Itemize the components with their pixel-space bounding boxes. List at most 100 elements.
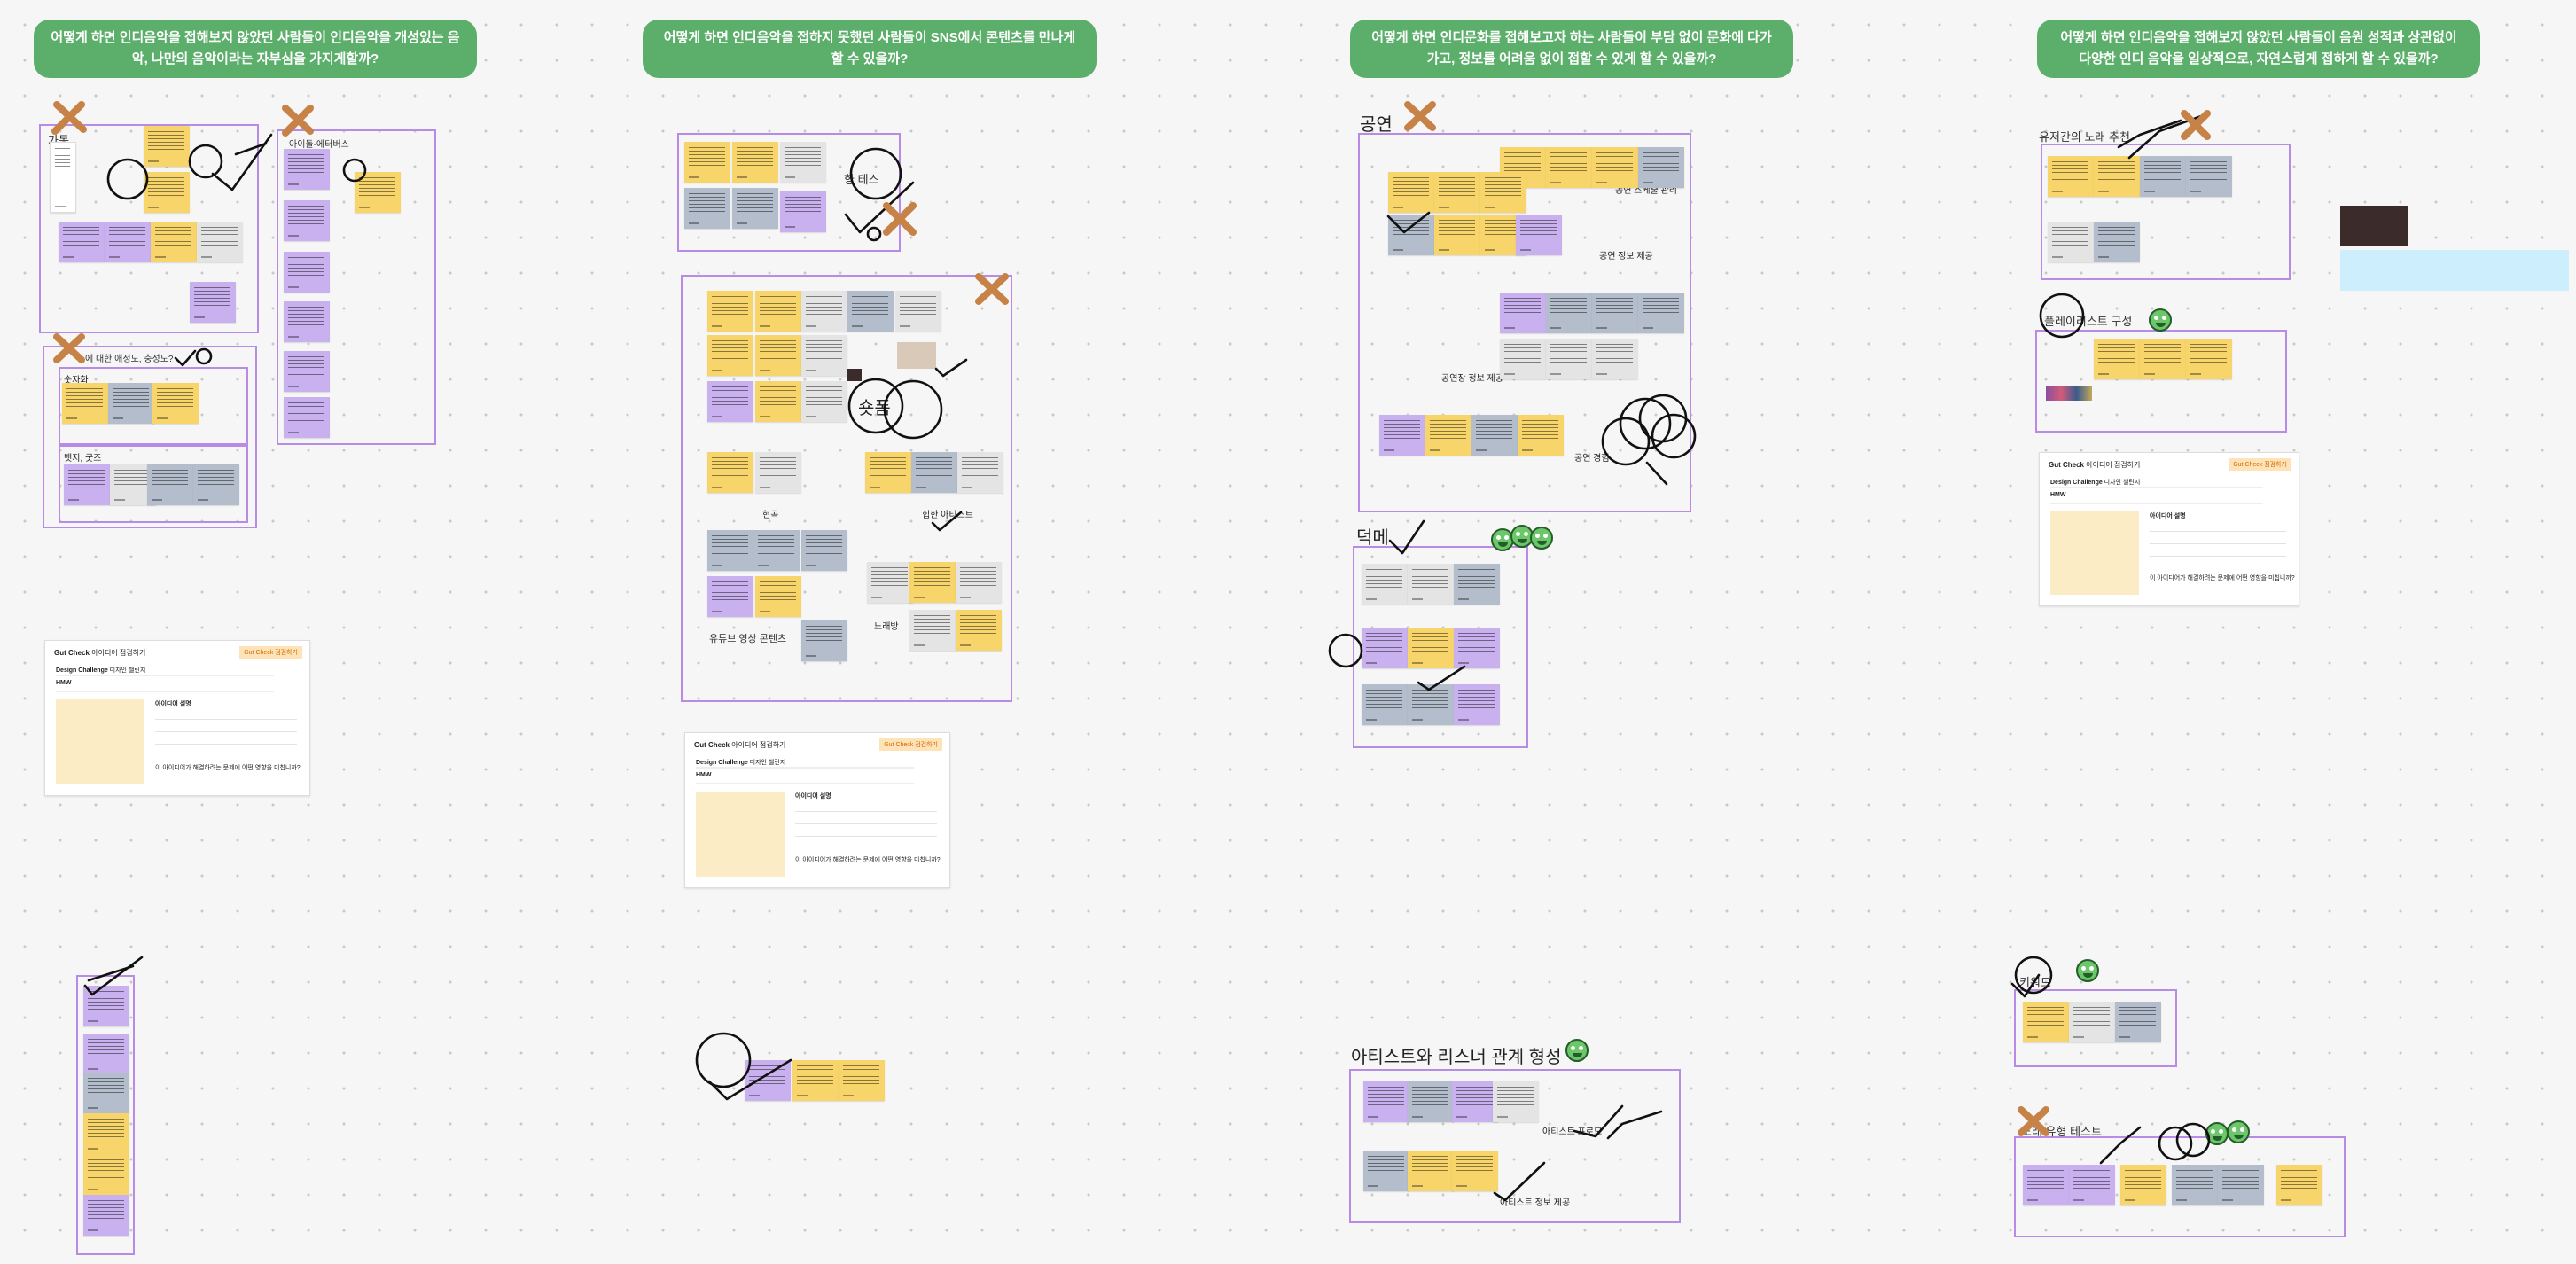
sticky-note[interactable] (956, 562, 1002, 603)
sticky-note[interactable] (1408, 564, 1454, 605)
sticky-note[interactable] (1546, 147, 1592, 188)
sticky-note[interactable] (1592, 147, 1638, 188)
sticky-note[interactable] (1452, 1081, 1498, 1122)
sticky-note[interactable] (284, 301, 330, 342)
sticky-note[interactable] (2276, 1165, 2322, 1205)
sticky-note[interactable] (83, 986, 129, 1026)
sticky-note[interactable] (2140, 339, 2186, 379)
sticky-note[interactable] (1518, 415, 1564, 456)
sticky-note[interactable] (2120, 1165, 2166, 1205)
sticky-note[interactable] (284, 200, 330, 241)
sticky-note[interactable] (1388, 172, 1434, 213)
sticky-note[interactable] (1454, 628, 1500, 668)
sticky-note[interactable] (707, 530, 753, 571)
sticky-note[interactable] (2048, 156, 2094, 197)
sticky-note[interactable] (2115, 1002, 2161, 1042)
sticky-note[interactable] (1362, 564, 1408, 605)
sticky-note[interactable] (801, 381, 847, 422)
image-thumbnail[interactable] (897, 342, 936, 369)
sticky-note[interactable] (2069, 1002, 2115, 1042)
sticky-note[interactable] (801, 620, 847, 661)
sticky-note[interactable] (105, 222, 151, 262)
sticky-note[interactable] (792, 1060, 839, 1101)
sticky-note[interactable] (193, 464, 239, 505)
sticky-note[interactable] (144, 172, 190, 213)
sticky-note[interactable] (1379, 415, 1425, 456)
sticky-note[interactable] (909, 610, 956, 651)
sticky-note[interactable] (1388, 215, 1434, 255)
sticky-note[interactable] (50, 142, 76, 213)
sticky-note[interactable] (1425, 415, 1471, 456)
sticky-note[interactable] (1638, 147, 1684, 188)
gut-check-badge[interactable]: Gut Check 점검하기 (879, 738, 942, 751)
sticky-note[interactable] (355, 172, 401, 213)
frame-c3-a[interactable] (1358, 133, 1691, 512)
hmw-card-4[interactable]: 어떻게 하면 인디음악을 접해보지 않았던 사람들이 음원 성적과 상관없이 다… (2037, 20, 2480, 78)
sticky-note[interactable] (1592, 293, 1638, 333)
sticky-note[interactable] (707, 381, 753, 422)
sticky-note[interactable] (707, 335, 753, 376)
hmw-card-2[interactable]: 어떻게 하면 인디음악을 접하지 못했던 사람들이 SNS에서 콘텐츠를 만나게… (643, 20, 1097, 78)
sticky-note[interactable] (83, 1113, 129, 1154)
idea-sketch-area[interactable] (56, 699, 144, 784)
sticky-note[interactable] (2186, 156, 2232, 197)
sticky-note[interactable] (83, 1073, 129, 1113)
video-thumbnail[interactable] (2340, 206, 2408, 246)
frame-c1-b[interactable] (277, 129, 436, 445)
sticky-note[interactable] (755, 335, 801, 376)
sticky-note[interactable] (684, 142, 730, 183)
sticky-note[interactable] (1500, 293, 1546, 333)
sticky-note[interactable] (1493, 1081, 1539, 1122)
sticky-note[interactable] (755, 381, 801, 422)
sticky-note[interactable] (1500, 339, 1546, 379)
sticky-note[interactable] (2094, 156, 2140, 197)
sticky-note[interactable] (1408, 628, 1454, 668)
frame-c2-b[interactable] (681, 275, 1012, 702)
sticky-note[interactable] (83, 1154, 129, 1195)
hmw-card-1[interactable]: 어떻게 하면 인디음악을 접해보지 않았던 사람들이 인디음악을 개성있는 음악… (34, 20, 477, 78)
sticky-note[interactable] (2023, 1002, 2069, 1042)
frame-c1-c[interactable] (43, 346, 257, 528)
sticky-note[interactable] (1592, 339, 1638, 379)
sticky-note[interactable] (1480, 172, 1526, 213)
image-thumbnail[interactable] (2046, 386, 2092, 401)
sticky-note[interactable] (83, 1195, 129, 1236)
sticky-note[interactable] (147, 464, 193, 505)
sticky-note[interactable] (152, 383, 199, 424)
sticky-note[interactable] (1408, 1081, 1454, 1122)
sticky-note[interactable] (190, 282, 236, 323)
sticky-note[interactable] (1516, 215, 1562, 255)
sticky-note[interactable] (1363, 1151, 1409, 1191)
sticky-note[interactable] (732, 188, 778, 229)
sticky-note[interactable] (1546, 293, 1592, 333)
sticky-note[interactable] (801, 291, 847, 332)
sticky-note[interactable] (780, 191, 826, 232)
sticky-note[interactable] (801, 530, 847, 571)
sticky-note[interactable] (2186, 339, 2232, 379)
sticky-note[interactable] (151, 222, 197, 262)
sticky-note[interactable] (1362, 684, 1408, 725)
sticky-note[interactable] (1471, 415, 1518, 456)
sticky-note[interactable] (62, 383, 108, 424)
sticky-note[interactable] (2094, 222, 2140, 262)
sticky-note[interactable] (1638, 293, 1684, 333)
sticky-note[interactable] (732, 142, 778, 183)
sticky-note[interactable] (755, 291, 801, 332)
sticky-note[interactable] (2048, 222, 2094, 262)
frame-c1-c-inner1[interactable] (59, 367, 248, 445)
sticky-note[interactable] (108, 383, 154, 424)
image-thumbnail[interactable] (847, 369, 862, 381)
sticky-note[interactable] (865, 452, 911, 493)
sticky-note[interactable] (284, 397, 330, 438)
sticky-note[interactable] (1363, 1081, 1409, 1122)
sticky-note[interactable] (284, 149, 330, 190)
sticky-note[interactable] (1434, 172, 1480, 213)
frame-c1-c-inner2[interactable] (59, 445, 248, 523)
sticky-note[interactable] (64, 464, 110, 505)
sticky-note[interactable] (59, 222, 105, 262)
sticky-note[interactable] (801, 335, 847, 376)
sticky-note[interactable] (707, 452, 753, 493)
sticky-note[interactable] (753, 530, 800, 571)
sticky-note[interactable] (2140, 156, 2186, 197)
sticky-note[interactable] (707, 576, 753, 617)
